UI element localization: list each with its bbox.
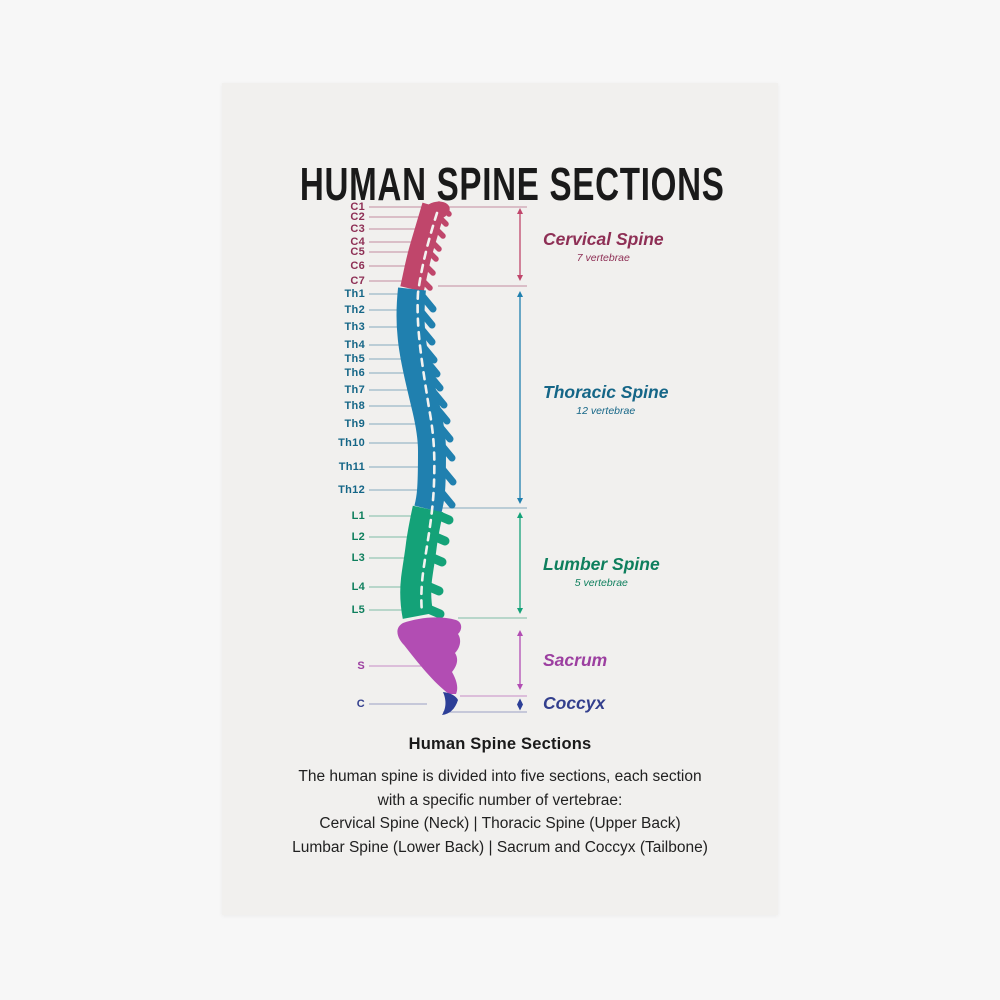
section-label-sacrum: Sacrum	[543, 650, 607, 671]
section-subtitle-cervical: 7 vertebrae	[576, 252, 630, 264]
vertebra-label-c1: C1	[350, 200, 365, 213]
vertebra-label-th1: Th1	[344, 287, 365, 300]
footer-line-4: Lumbar Spine (Lower Back) | Sacrum and C…	[292, 838, 708, 856]
section-title-lumbar: Lumber Spine	[543, 554, 660, 574]
thoracic-spine-body	[396, 287, 447, 513]
footer-line-1: The human spine is divided into five sec…	[298, 768, 702, 785]
vertebra-label-th6: Th6	[344, 366, 365, 379]
section-label-coccyx: Coccyx	[543, 693, 605, 714]
vertebra-label-th4: Th4	[344, 338, 365, 351]
vertebra-label-th2: Th2	[344, 303, 365, 316]
dimension-arrowhead-up-coccyx	[517, 698, 523, 705]
vertebra-label-th12: Th12	[338, 483, 365, 496]
vertebra-label-th8: Th8	[344, 399, 365, 412]
spine-illustration	[369, 201, 527, 715]
vertebra-label-c4: C4	[350, 235, 365, 248]
vertebra-label-l5: L5	[351, 603, 365, 616]
vertebra-label-th11: Th11	[338, 460, 365, 473]
vertebra-label-s: S	[357, 659, 365, 672]
section-title-thoracic: Thoracic Spine	[543, 382, 669, 402]
footer-heading: Human Spine Sections	[408, 735, 592, 753]
vertebra-label-l3: L3	[351, 551, 365, 564]
vertebra-label-l2: L2	[351, 530, 365, 543]
footer-line-2: with a specific number of vertebrae:	[377, 791, 623, 809]
sacrum-shape	[397, 617, 462, 694]
dimension-arrowhead-down-thoracic	[517, 498, 523, 504]
section-title-cervical: Cervical Spine	[543, 229, 664, 249]
dimension-arrowhead-down-lumbar	[517, 608, 523, 614]
poster-title: HUMAN SPINE SECTIONS	[299, 157, 725, 210]
vertebra-label-th7: Th7	[344, 383, 365, 396]
poster: HUMAN SPINE SECTIONS	[222, 83, 778, 915]
footer-description: The human spine is divided into five sec…	[222, 765, 778, 859]
vertebra-label-l4: L4	[351, 580, 365, 593]
footer-line-3: Cervical Spine (Neck) | Thoracic Spine (…	[319, 815, 681, 832]
spinal-canal-dashed-line	[416, 211, 439, 615]
dimension-arrowhead-down-cervical	[517, 275, 523, 281]
vertebra-label-th10: Th10	[338, 436, 365, 449]
section-label-thoracic: Thoracic Spine 12 vertebrae	[543, 382, 668, 417]
dimension-arrowhead-up-sacrum	[517, 630, 523, 636]
vertebra-label-c: C	[356, 697, 365, 710]
dimension-arrowhead-down-coccyx	[517, 704, 523, 711]
vertebra-label-l1: L1	[351, 509, 365, 522]
section-label-cervical: Cervical Spine 7 vertebrae	[543, 229, 664, 264]
vertebra-label-th3: Th3	[344, 320, 365, 333]
dimension-arrowhead-up-lumbar	[517, 512, 523, 518]
vertebra-label-c2: C2	[350, 210, 365, 223]
dimension-arrowhead-up-thoracic	[517, 291, 523, 297]
vertebra-label-c5: C5	[350, 245, 365, 258]
section-label-lumbar: Lumber Spine 5 vertebrae	[543, 554, 660, 589]
lumbar-spine-body	[400, 505, 444, 619]
dimension-arrowhead-down-sacrum	[517, 684, 523, 690]
section-title-coccyx: Coccyx	[543, 693, 606, 713]
cervical-spine-body	[400, 202, 446, 292]
vertebra-label-c6: C6	[350, 259, 365, 272]
vertebra-label-th9: Th9	[344, 417, 365, 430]
vertebra-label-c3: C3	[350, 222, 365, 235]
section-subtitle-lumbar: 5 vertebrae	[574, 577, 628, 589]
vertebra-label-c7: C7	[350, 274, 365, 287]
section-title-sacrum: Sacrum	[543, 650, 608, 670]
section-subtitle-thoracic: 12 vertebrae	[576, 405, 636, 417]
vertebra-label-th5: Th5	[344, 352, 365, 365]
coccyx-shape	[442, 692, 458, 715]
dimension-arrowhead-up-cervical	[517, 208, 523, 214]
